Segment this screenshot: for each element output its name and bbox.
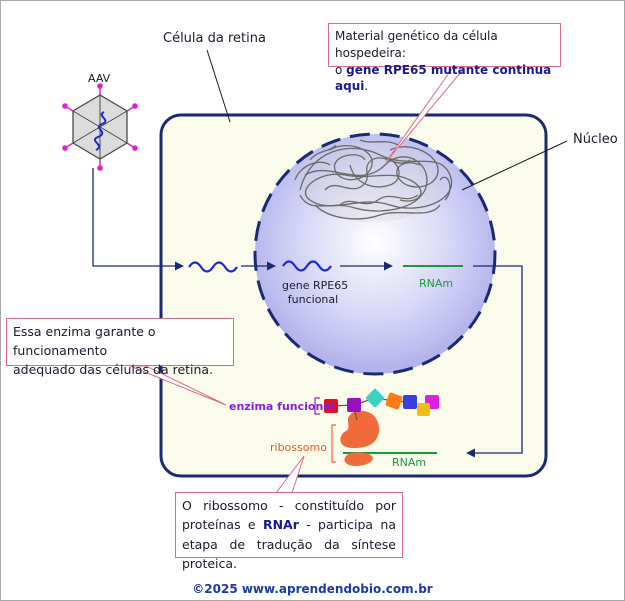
ribosome-note-bold: RNAr [262,517,299,533]
enzyme-note-line2: adequado das células da retina. [13,361,214,377]
entry-arrow [92,168,184,271]
protein-chain [324,388,439,421]
aav-label: AAV [88,72,111,85]
host-material-line2: o gene RPE65 mutante continua aqui. [335,62,554,96]
gene-label: gene RPE65 funcional [282,279,349,308]
ribosome [340,410,380,466]
host-material-bold: gene RPE65 mutante continua aqui [335,62,552,94]
ribosome-note-part2: - participa na etapa de tradução da sínt… [182,517,397,572]
enzyme-callout-tail [129,365,227,406]
footer-credit: ©2025 www.aprendendobio.com.br [192,582,433,596]
nucleus-label: Núcleo [573,132,618,147]
ribosome-callout: O ribossomo - constituído por proteínas … [175,492,403,571]
host-material-callout: Material genético da célula hospedeira: … [328,23,561,93]
cell-label: Célula da retina [163,31,266,46]
enzyme-note-line1: Essa enzima garante o funcionamento [13,324,156,358]
chromatin-tangle [294,139,453,222]
enzyme-bracket [314,397,320,415]
gene-label-line1: gene RPE65 [282,279,349,292]
cell-pointer [206,49,231,123]
ribosome-bracket [331,424,336,463]
dna-cytoplasm [188,261,238,273]
enzyme-callout: Essa enzima garante o funcionamento adeq… [6,318,234,377]
gene-label-line2: funcional [287,293,339,307]
nucleus [253,132,497,376]
enzyme-label: enzima funcional [229,400,335,413]
mrna-nucleus-label: RNAm [419,277,454,290]
gene-nucleus [282,260,332,272]
host-material-prefix: o [335,62,347,77]
nucleus-pointer [461,140,568,191]
ribosome-label: ribossomo [270,441,327,454]
host-material-suffix: . [364,79,369,94]
host-material-line1: Material genético da célula hospedeira: [335,29,498,60]
aav-virus [62,83,138,171]
export-arrow [466,265,523,458]
mrna-ribosome-label: RNAm [392,456,427,469]
ribosome-note-part1: O ribossomo - constituído por proteínas … [182,498,396,533]
